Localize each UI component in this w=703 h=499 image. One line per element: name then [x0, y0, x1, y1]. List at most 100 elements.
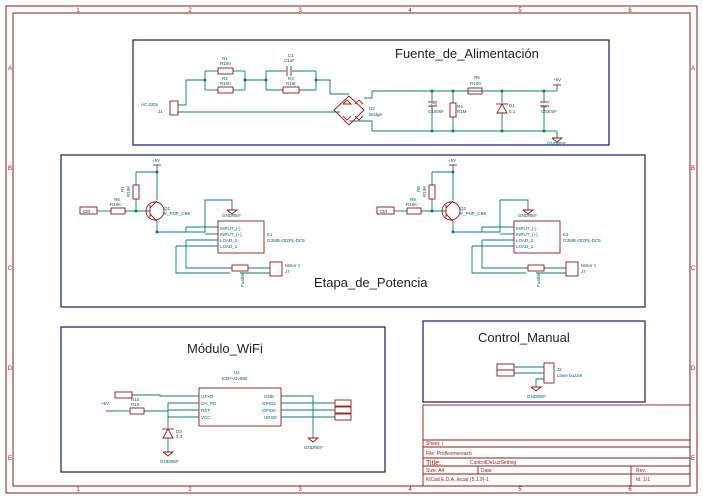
u1-pin: GND: [264, 394, 275, 399]
col-label: 3: [298, 487, 302, 493]
r1-ref: R1: [222, 56, 228, 61]
resistor-r10: [129, 407, 145, 415]
zener-d3: [162, 428, 174, 439]
wifi-block: Módulo_WiFi U1: [60, 326, 386, 473]
c4-ref: C4: [541, 104, 547, 109]
col-label: 3: [298, 8, 302, 14]
row-label: D: [691, 366, 696, 372]
connector-j7: [565, 261, 579, 277]
k1-val: G3MB-202PL-DC5: [267, 238, 305, 243]
gnd-label: GNDREF: [518, 213, 537, 218]
q2-ref: Q2: [460, 206, 467, 211]
row-label: A: [691, 66, 695, 72]
u1-pin: GPIO0: [262, 408, 276, 413]
gnd-marker: [522, 209, 535, 215]
r2-ref: R2: [222, 76, 228, 81]
c1-ref: C1: [288, 53, 294, 58]
connector-j1: [169, 100, 179, 116]
j2-val: Llave buzzer: [557, 373, 583, 378]
ctrl-text: Ctrl: [83, 209, 90, 214]
col-label: 5: [518, 487, 522, 493]
resistor-r2: [217, 86, 234, 94]
block-border: [60, 154, 646, 308]
col-label: 4: [408, 487, 412, 493]
c3-ref: C3: [431, 102, 437, 107]
d3-ref: D3: [176, 429, 182, 434]
resistor-r8: [428, 184, 436, 200]
col-label: 1: [76, 8, 80, 14]
col-label: 2: [188, 8, 192, 14]
r5-val: R100: [470, 81, 481, 86]
power-stage-right: Ctrl +5V R8 R10K R9 R10K Q2 S_PNP_CBE GN…: [376, 158, 601, 287]
block-border: [422, 320, 646, 403]
row-label: C: [691, 266, 696, 272]
power-stage-block: Etapa_de_Potencia: [60, 154, 646, 308]
r8-ref: R8: [416, 186, 421, 192]
gnd-label: GNDREF: [304, 445, 323, 450]
power-stage-left: Ctrl +5V R7 R10K R6 R10K Q1 S_PNP_CBE GN…: [79, 158, 305, 287]
bridge-val: Bridge: [369, 112, 383, 117]
row-label: A: [8, 66, 12, 72]
vcc-label: +5V: [448, 158, 456, 163]
u1-val: ESP-01v090: [222, 376, 248, 381]
title-block: Sheet: / File: Proflexmeroach Title: Con…: [422, 404, 691, 487]
k2-pin: INPUT_(+): [516, 232, 538, 237]
date-label: Date:: [481, 468, 493, 474]
connector-j7: [269, 261, 283, 277]
gnd-label: GNDREF: [222, 213, 241, 218]
net-label: [334, 413, 352, 421]
c1-val: C1uF: [284, 58, 295, 63]
ps-wires: [178, 70, 558, 138]
block-title: Fuente_de_Alimentación: [395, 46, 539, 61]
block-title: Módulo_WiFi: [187, 341, 263, 356]
k1-pin: INPUT_(+): [220, 232, 242, 237]
r5-ref: R5: [474, 75, 480, 80]
k1-pin: LOAD_2: [220, 238, 238, 243]
k1-ref: K1: [267, 232, 273, 237]
row-label: E: [8, 456, 12, 462]
resistor-r3: [282, 86, 300, 94]
title-value: ControlDeLuzSetting: [470, 460, 516, 466]
ctrl-input-label: [79, 206, 98, 215]
col-label: 2: [188, 487, 192, 493]
sheet-frame: [5, 5, 698, 494]
gnd-label: GNDREF: [527, 394, 546, 399]
net-label: [334, 406, 352, 414]
r6-ref: R6: [114, 197, 120, 202]
q1-val: S_PNP_CBE: [164, 211, 191, 216]
r6-val: R10K: [110, 202, 121, 207]
resistor-r1: [217, 67, 234, 75]
resistor-r6: [110, 207, 126, 215]
rev-label: Rev:: [636, 468, 646, 474]
r10-ref: R10: [131, 397, 140, 402]
row-label: B: [8, 166, 12, 172]
row-label: E: [691, 456, 695, 462]
c4-val: C330nF: [541, 109, 557, 114]
sheet-info: Sheet: /: [426, 441, 444, 447]
block-title: Etapa_de_Potencia: [314, 275, 428, 290]
j2-ref: J2: [557, 367, 562, 372]
col-label: 5: [518, 8, 522, 14]
resistor-r4: [449, 102, 457, 118]
k2-pin: LOAD_2: [516, 238, 534, 243]
k2-ref: K2: [563, 232, 569, 237]
c3-val: C100nF: [428, 109, 444, 114]
sheet-id: Id: 1/1: [636, 477, 650, 483]
col-label: 6: [628, 487, 632, 493]
r9-val: R10K: [406, 202, 417, 207]
q2-val: S_PNP_CBE: [460, 211, 487, 216]
j1-ref: J1: [158, 109, 163, 114]
d1-ref: D1: [509, 103, 515, 108]
j-ref: J7: [581, 269, 586, 274]
u1-pin: GPIO2: [262, 401, 276, 406]
block-border: [60, 326, 386, 473]
r8-val: R10K: [422, 186, 427, 197]
u1-pin: VCC: [201, 415, 211, 420]
r3-val: R1M: [286, 81, 296, 86]
k2-pin: LOAD_1: [516, 244, 534, 249]
esp-module-u1: [198, 387, 282, 427]
manual-control-block: Control_Manual J2 Llave buzzer GNDREF: [422, 320, 646, 403]
gnd-marker: [226, 209, 239, 215]
j-ref: J7: [285, 269, 290, 274]
r7-ref: R7: [120, 186, 125, 192]
